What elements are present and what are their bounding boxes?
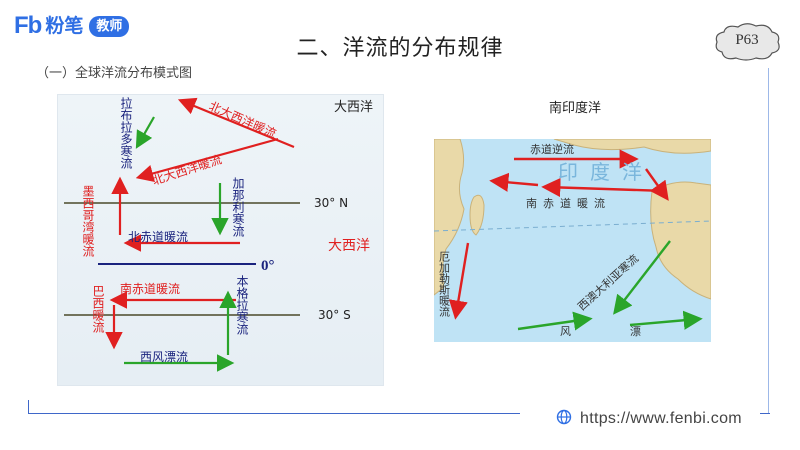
frame-bottom-line (28, 413, 520, 414)
label-south-equatorial: 南赤道暖流 (120, 281, 180, 296)
footer-url[interactable]: https://www.fenbi.com (580, 410, 742, 427)
atlantic-center-label: 大西洋 (328, 238, 370, 254)
footer: https://www.fenbi.com (556, 409, 742, 429)
brand-badge: 教师 (89, 15, 130, 37)
arrow-west-wind-io-2 (629, 310, 703, 330)
arrow-io-east-return (645, 168, 669, 201)
africa-landmass (434, 139, 465, 296)
equator-label: 0° (261, 258, 275, 274)
globe-icon (556, 409, 572, 429)
page-number: P63 (735, 32, 759, 48)
frame-right-line (768, 68, 769, 413)
label-west-wind: 西风漂流 (140, 350, 188, 364)
arrow-agulhas (448, 242, 470, 320)
arrow-west-australian (613, 240, 671, 315)
tropic-line (434, 220, 711, 232)
frame-bottom-line-right (760, 413, 770, 414)
lat-30n-label: 30° N (314, 196, 348, 210)
label-benguela: 本格拉寒流 (235, 275, 249, 335)
label-canary: 加那利寒流 (231, 177, 245, 237)
arrow-south-equatorial-io-2 (489, 172, 539, 192)
lat-30s-label: 30° S (318, 308, 351, 322)
indian-ocean-title: 南印度洋 (548, 101, 601, 116)
page-title: 二、洋流的分布规律 (296, 36, 504, 61)
label-labrador: 拉布拉多寒流 (119, 96, 133, 169)
brand-mark: Fb (14, 12, 42, 39)
label-south-equatorial-io: 南赤道暖流 (526, 196, 611, 210)
label-north-atlantic-lower: 北大西洋暖流 (150, 151, 223, 188)
arrow-south-equatorial-io (541, 177, 667, 198)
label-gulf: 墨西哥湾暖流 (81, 185, 95, 257)
label-west-wind-io-2: 漂 (630, 325, 641, 338)
brand-logo: Fb 粉笔 教师 (14, 12, 130, 39)
australia-landmass (650, 181, 711, 300)
arrow-north-atlantic-lower (135, 137, 279, 182)
brand-name: 粉笔 (45, 15, 84, 37)
section-subtitle: （一）全球洋流分布模式图 (36, 66, 193, 81)
frame-left-line (28, 400, 29, 413)
arrow-labrador (135, 116, 155, 149)
indian-ocean-map: 赤道逆流 印度洋 南赤道暖流 厄加勒斯暖流 西澳大利亚寒流 风 漂 (434, 139, 711, 342)
label-west-wind-io-1: 风 (560, 325, 571, 338)
label-north-atlantic-upper: 北大西洋暖流 (207, 98, 279, 141)
page-number-badge: P63 (712, 22, 782, 62)
label-north-equatorial: 北赤道暖流 (128, 230, 188, 244)
asia-landmass (553, 139, 711, 154)
label-indian-ocean: 印度洋 (558, 160, 654, 184)
label-agulhas: 厄加勒斯暖流 (438, 251, 451, 317)
atlantic-current-diagram: 大西洋 大西洋 0° 30° N 30° S 北大西洋暖流 北大西洋暖流 北赤道… (57, 94, 384, 386)
arrow-west-wind-io-1 (517, 311, 593, 331)
atlantic-ocean-label: 大西洋 (334, 100, 373, 115)
madagascar-landmass (469, 194, 485, 236)
label-brazil: 巴西暖流 (91, 285, 105, 333)
label-equatorial-counter: 赤道逆流 (530, 142, 574, 156)
